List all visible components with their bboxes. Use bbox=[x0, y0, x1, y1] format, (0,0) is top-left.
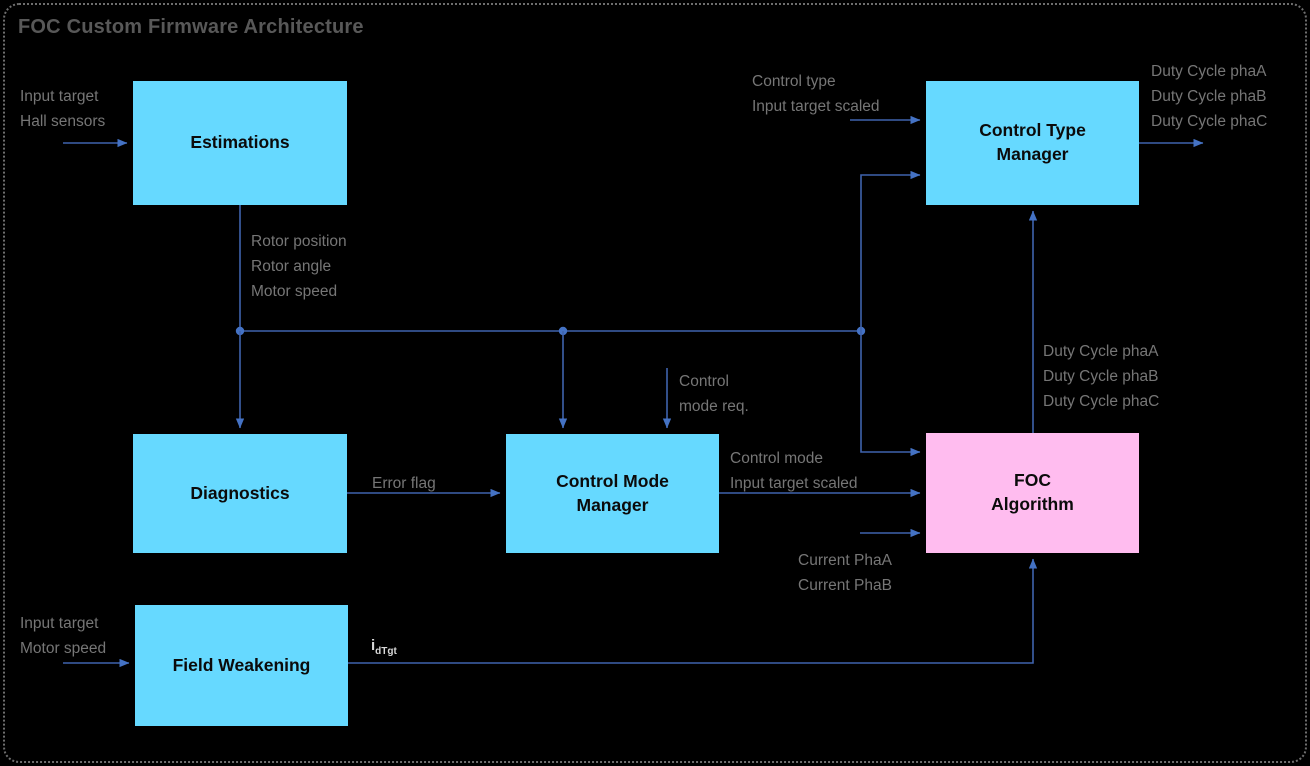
block-field-weakening[interactable]: Field Weakening bbox=[135, 605, 348, 726]
block-control-type-manager-label: Control Type Manager bbox=[979, 120, 1086, 164]
block-foc-algorithm-label: FOC Algorithm bbox=[991, 470, 1074, 514]
diagram-title: FOC Custom Firmware Architecture bbox=[18, 16, 364, 38]
block-field-weakening-label: Field Weakening bbox=[172, 654, 311, 675]
block-control-type-manager[interactable]: Control Type Manager bbox=[926, 81, 1139, 205]
wire-field-weakening-to-foc bbox=[348, 558, 1038, 664]
label-foc-duty-cycle-output: Duty Cycle phaA Duty Cycle phaB Duty Cyc… bbox=[1043, 343, 1160, 411]
label-control-mode-req: Control mode req. bbox=[679, 373, 749, 416]
label-current-phases: Current PhaA Current PhaB bbox=[798, 552, 892, 595]
block-control-mode-manager[interactable]: Control Mode Manager bbox=[506, 434, 719, 553]
block-control-mode-manager-label: Control Mode Manager bbox=[556, 470, 669, 515]
wire-bus-to-foc-algorithm bbox=[860, 331, 921, 457]
block-diagnostics-label: Diagnostics bbox=[190, 482, 290, 503]
block-diagnostics[interactable]: Diagnostics bbox=[133, 434, 347, 553]
block-estimations[interactable]: Estimations bbox=[133, 81, 347, 205]
label-estimations-input: Input target Hall sensors bbox=[20, 88, 106, 131]
label-field-weakening-input: Input target Motor speed bbox=[20, 615, 107, 658]
label-control-type-manager-output: Duty Cycle phaA Duty Cycle phaB Duty Cyc… bbox=[1151, 63, 1268, 131]
label-idtgt: idTgt bbox=[371, 637, 397, 657]
block-foc-algorithm[interactable]: FOC Algorithm bbox=[926, 433, 1139, 553]
label-control-type-manager-input: Control type Input target scaled bbox=[752, 73, 880, 116]
label-error-flag: Error flag bbox=[372, 475, 436, 492]
label-control-mode-output: Control mode Input target scaled bbox=[730, 450, 858, 493]
label-estimations-output: Rotor position Rotor angle Motor speed bbox=[251, 233, 347, 301]
block-estimations-label: Estimations bbox=[190, 132, 290, 153]
wire-bus-to-control-type-manager bbox=[860, 170, 921, 331]
